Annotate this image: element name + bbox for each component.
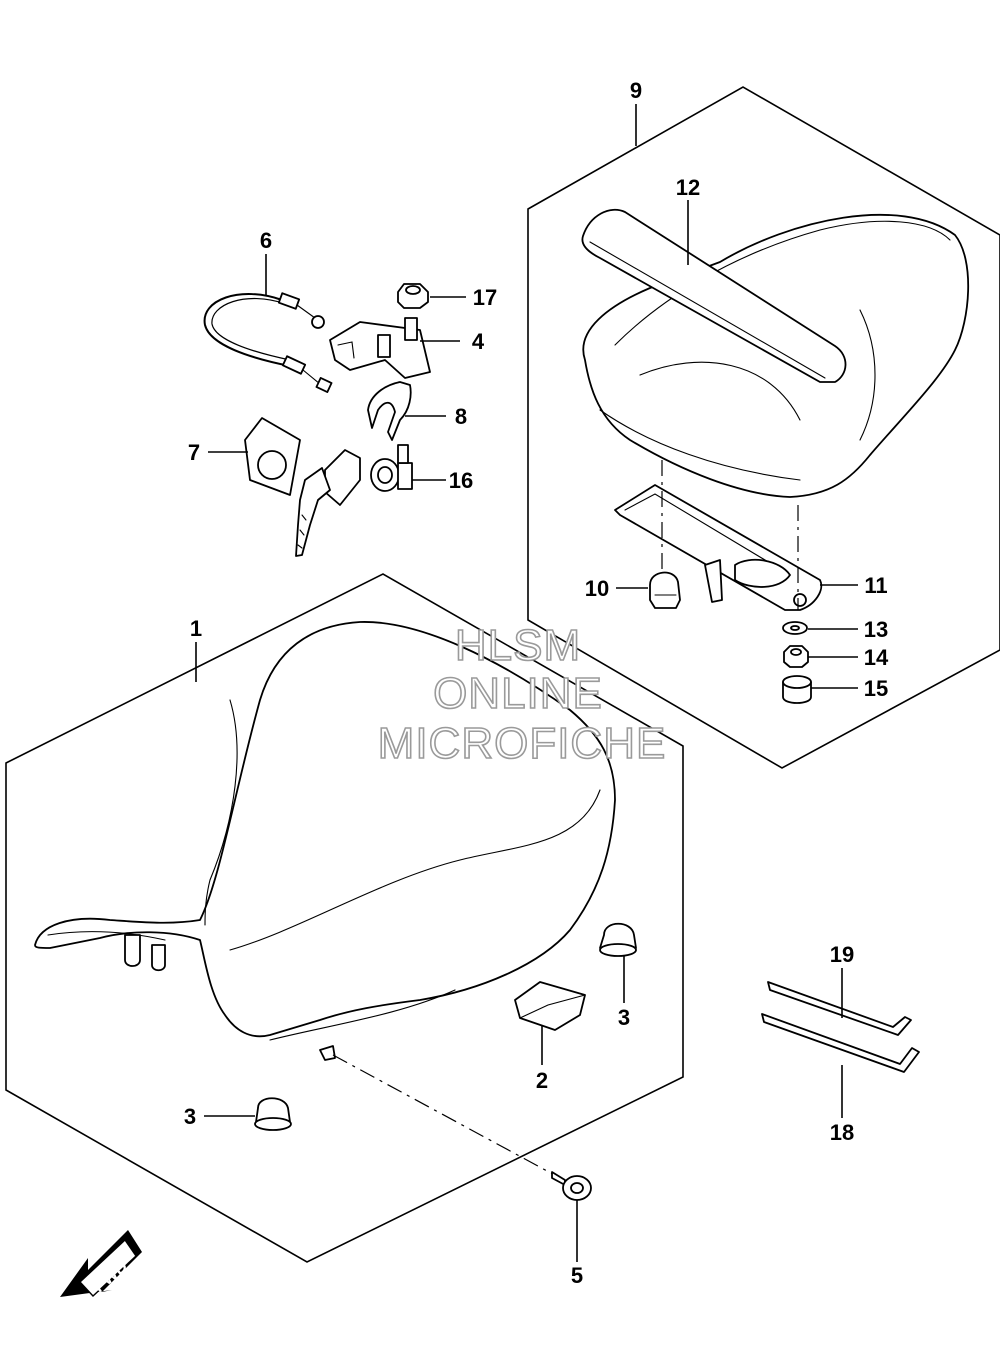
collar-15 xyxy=(782,675,812,704)
hex-key-19 xyxy=(767,981,912,1036)
callout-12: 12 xyxy=(676,175,700,200)
callout-14: 14 xyxy=(864,645,889,670)
callout-10: 10 xyxy=(585,576,609,601)
rear-seat-group-box xyxy=(527,86,1000,769)
forward-arrow-icon: FWD xyxy=(60,1230,142,1297)
seat-latch-4 xyxy=(329,317,431,379)
bolt-5 xyxy=(551,1171,592,1201)
hex-key-18 xyxy=(761,1013,920,1073)
callout-5: 5 xyxy=(571,1263,583,1288)
grommet-10 xyxy=(649,571,681,609)
grommet-3-right xyxy=(599,922,637,957)
callout-1: 1 xyxy=(190,616,202,641)
callout-3-left: 3 xyxy=(184,1104,196,1129)
leader-lines xyxy=(195,104,858,1262)
callout-19: 19 xyxy=(830,942,854,967)
watermark-line-2: ONLINE xyxy=(433,669,603,718)
cushion-2 xyxy=(514,981,586,1031)
grommet-3-left xyxy=(254,1097,292,1131)
callout-9: 9 xyxy=(630,78,642,103)
guide-line xyxy=(332,1054,561,1179)
watermark-line-1: HLSM xyxy=(455,621,581,670)
callout-13: 13 xyxy=(864,617,888,642)
washer-13 xyxy=(782,621,808,635)
plate-7 xyxy=(244,417,301,496)
callout-8: 8 xyxy=(455,404,467,429)
seat-lock-cable-6 xyxy=(203,292,333,393)
rear-seat-cushion xyxy=(581,208,970,498)
callout-2: 2 xyxy=(536,1068,548,1093)
callout-7: 7 xyxy=(188,440,200,465)
clip-8 xyxy=(367,381,412,441)
callout-3-right: 3 xyxy=(618,1005,630,1030)
rear-seat-bracket xyxy=(614,484,823,611)
callout-11: 11 xyxy=(864,573,887,598)
nut-17 xyxy=(397,283,429,309)
callout-16: 16 xyxy=(449,468,473,493)
watermark-line-3: MICROFICHE xyxy=(378,719,667,768)
nut-14 xyxy=(783,645,809,668)
front-seat-group-box xyxy=(5,573,684,1263)
callout-18: 18 xyxy=(830,1120,854,1145)
callout-6: 6 xyxy=(260,228,272,253)
callout-17: 17 xyxy=(473,285,497,310)
callout-15: 15 xyxy=(864,676,888,701)
seat-lock-16 xyxy=(295,444,413,557)
callout-4: 4 xyxy=(472,329,485,354)
front-seat xyxy=(34,621,616,1061)
